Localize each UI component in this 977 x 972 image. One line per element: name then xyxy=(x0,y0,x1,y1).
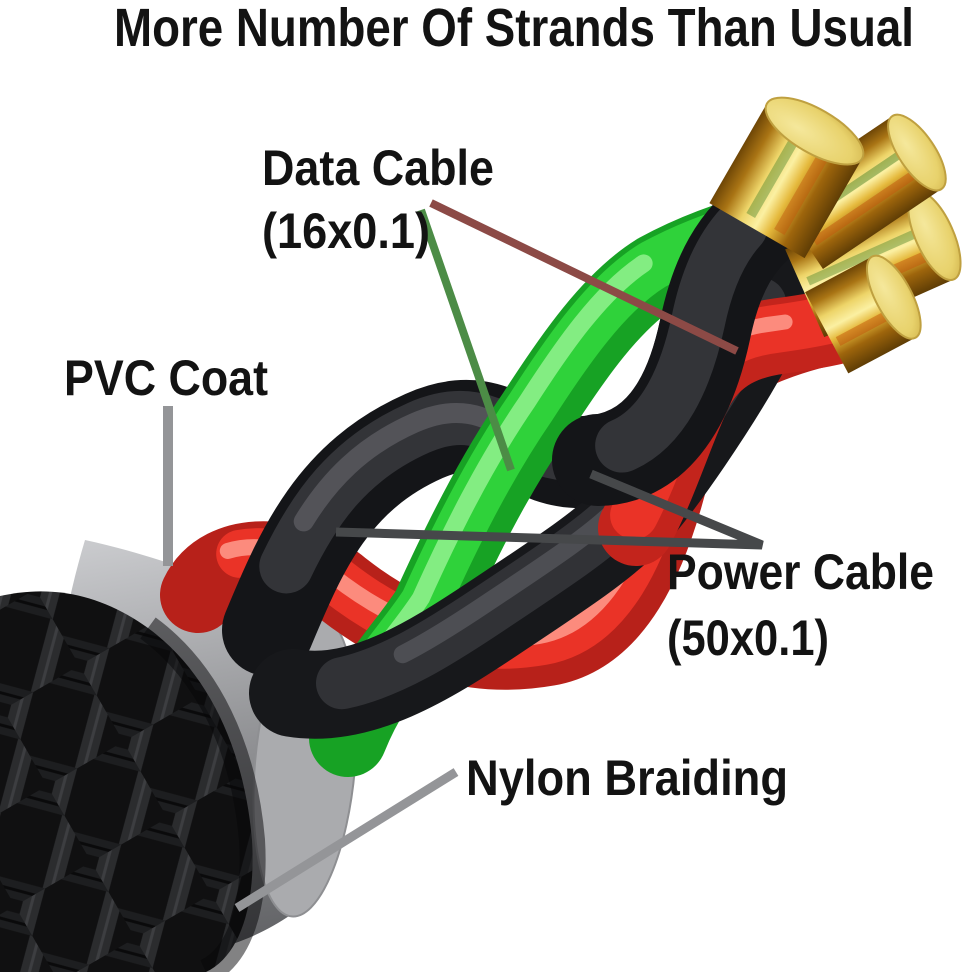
power-cable-spec: (50x0.1) xyxy=(667,610,829,666)
nylon-braiding-label: Nylon Braiding xyxy=(466,750,788,806)
nylon-braiding-leader xyxy=(234,768,459,912)
copper-tip-red xyxy=(805,254,922,374)
pvc-coat-label: PVC Coat xyxy=(64,350,268,406)
braid-edge-shadow xyxy=(140,617,266,972)
data-cable-leader-green xyxy=(417,208,515,472)
page-title: More Number Of Strands Than Usual xyxy=(114,0,914,58)
diagram-text: More Number Of Strands Than Usual Data C… xyxy=(64,0,934,806)
copper-tip-black-upper xyxy=(709,96,865,259)
data-cable-leader-red xyxy=(429,199,739,355)
nylon-braiding-jacket xyxy=(0,591,266,972)
data-cable-label: Data Cable xyxy=(262,140,494,196)
power-cable-label: Power Cable xyxy=(667,544,934,600)
copper-strand-tips xyxy=(709,96,962,374)
power-cable-leader xyxy=(335,469,764,550)
leader-lines xyxy=(163,199,764,912)
data-cable-spec: (16x0.1) xyxy=(262,203,430,259)
